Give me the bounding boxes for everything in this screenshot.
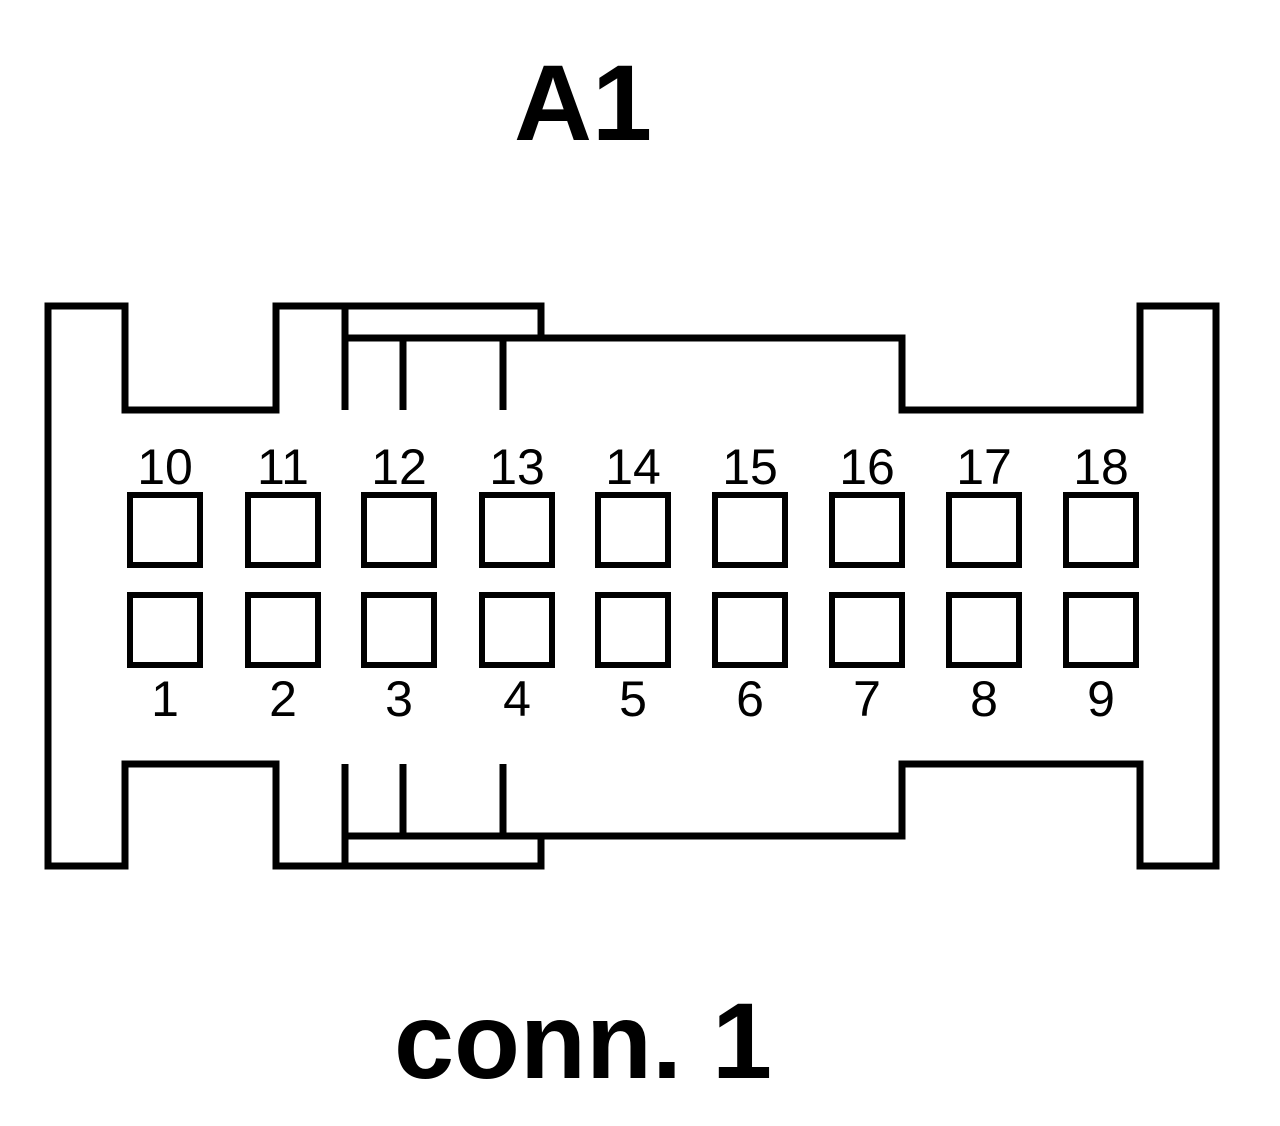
pin-14-label: 14 (605, 439, 661, 495)
pin-3-box (361, 592, 437, 668)
pin-6-box (712, 592, 788, 668)
pin-4-box (479, 592, 555, 668)
pin-6-label: 6 (736, 671, 764, 727)
pin-8-label: 8 (970, 671, 998, 727)
pin-14-box (595, 492, 671, 568)
pin-17-label: 17 (956, 439, 1012, 495)
pin-1-label: 1 (151, 671, 179, 727)
pin-12-box (361, 492, 437, 568)
pin-4-label: 4 (503, 671, 531, 727)
pin-17-box (946, 492, 1022, 568)
pin-2-box (245, 592, 321, 668)
top-pin-row: 10 11 12 13 14 15 16 17 18 (127, 439, 1139, 568)
pin-18-box (1063, 492, 1139, 568)
pin-15-box (712, 492, 788, 568)
pin-3-label: 3 (385, 671, 413, 727)
pin-18-label: 18 (1073, 439, 1129, 495)
pin-12-label: 12 (371, 439, 427, 495)
pin-10-label: 10 (137, 439, 193, 495)
connector-housing (44, 302, 1220, 870)
pin-9-label: 9 (1087, 671, 1115, 727)
top-latch (341, 306, 541, 410)
pin-5-label: 5 (619, 671, 647, 727)
pin-8-box (946, 592, 1022, 668)
pin-11-label: 11 (257, 439, 309, 495)
pin-16-box (829, 492, 905, 568)
pin-13-box (479, 492, 555, 568)
pin-1-box (127, 592, 203, 668)
pin-16-label: 16 (839, 439, 895, 495)
pin-7-label: 7 (853, 671, 881, 727)
housing-outline (44, 302, 1220, 870)
diagram-title: A1 (514, 42, 652, 163)
connector-caption: conn. 1 (394, 980, 772, 1101)
bottom-latch (341, 764, 541, 866)
pin-13-label: 13 (489, 439, 545, 495)
pin-9-box (1063, 592, 1139, 668)
pin-15-label: 15 (722, 439, 778, 495)
pin-11-box (245, 492, 321, 568)
pin-10-box (127, 492, 203, 568)
pin-5-box (595, 592, 671, 668)
pin-7-box (829, 592, 905, 668)
pin-2-label: 2 (269, 671, 297, 727)
bottom-pin-row: 1 2 3 4 5 6 7 8 9 (127, 592, 1139, 727)
